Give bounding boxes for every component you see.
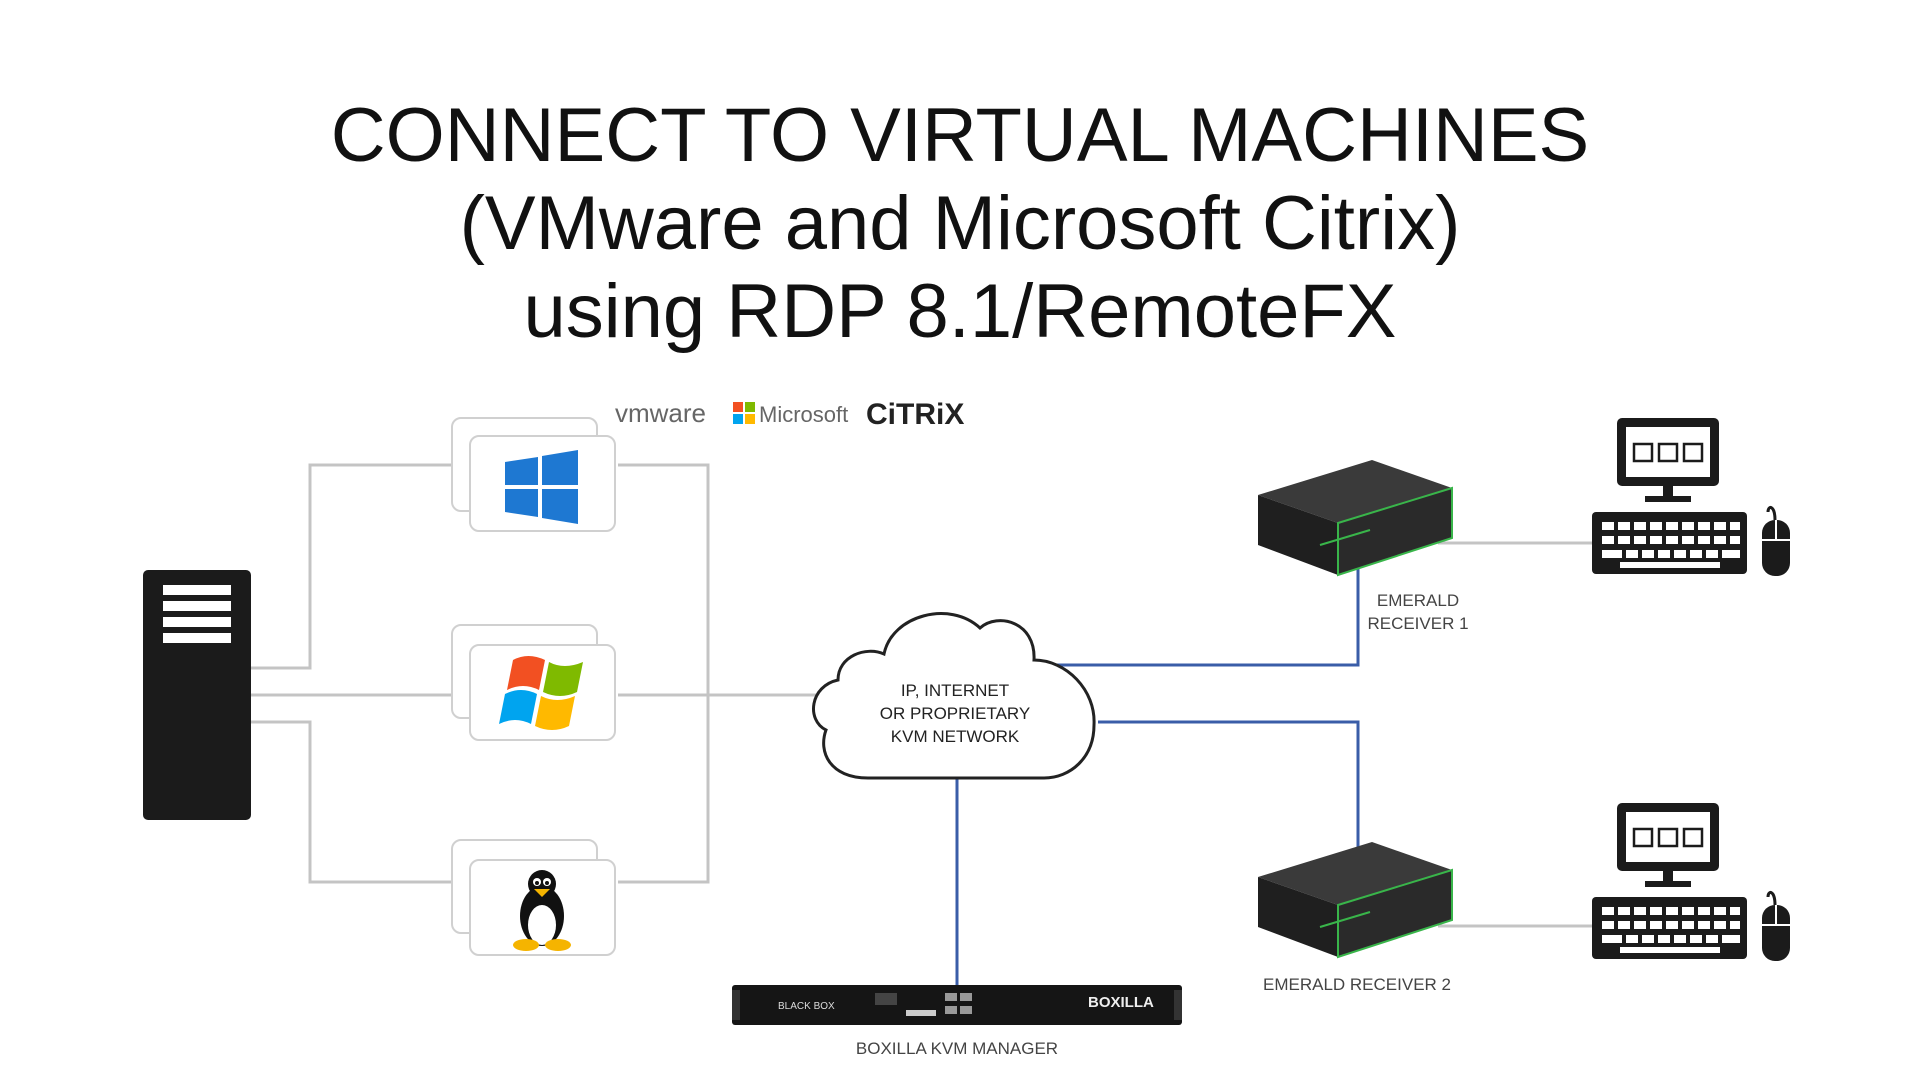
network-links <box>955 556 1360 990</box>
cloud-icon <box>812 612 1096 780</box>
boxilla-brand-text: BOXILLA <box>1088 994 1154 1011</box>
windows10-icon <box>505 450 578 524</box>
receiver-device-icon <box>1258 842 1453 959</box>
linux-tux-icon <box>513 870 571 951</box>
page-title: CONNECT TO VIRTUAL MACHINES (VMware and … <box>0 92 1920 356</box>
workstation-icon <box>1592 803 1790 961</box>
vm-card-windows10 <box>451 417 616 532</box>
vmware-logo: vmware <box>615 398 706 428</box>
microsoft-logo: Microsoft <box>759 402 848 427</box>
boxilla-vendor-text: BLACK BOX <box>778 1001 835 1012</box>
receiver2-label: EMERALD RECEIVER 2 <box>1263 975 1451 994</box>
boxilla-rack-icon <box>732 985 1182 1025</box>
cloud-label-line-1: IP, INTERNET <box>901 681 1009 700</box>
receiver-device-icon <box>1258 460 1453 577</box>
cloud-label-line-2: OR PROPRIETARY <box>880 704 1031 723</box>
title-line-1: CONNECT TO VIRTUAL MACHINES <box>330 93 1590 178</box>
receiver1-label-line-1: EMERALD <box>1377 591 1459 610</box>
vm-card-linux <box>451 839 616 956</box>
citrix-logo: CiTRiX <box>866 398 964 431</box>
boxilla-label: BOXILLA KVM MANAGER <box>856 1039 1058 1058</box>
vendor-logos: vmware Microsoft CiTRiX <box>615 398 964 431</box>
windows-xp-icon <box>499 656 583 730</box>
server-vm-links <box>250 463 1596 928</box>
title-line-3: using RDP 8.1/RemoteFX <box>523 269 1397 354</box>
vm-card-windows-xp <box>451 624 616 741</box>
receiver1-label-line-2: RECEIVER 1 <box>1367 614 1468 633</box>
workstation-icon <box>1592 418 1790 576</box>
title-line-2: (VMware and Microsoft Citrix) <box>459 181 1461 266</box>
server-icon <box>143 570 251 820</box>
cloud-label-line-3: KVM NETWORK <box>891 727 1020 746</box>
microsoft-logo-icon <box>733 402 755 424</box>
